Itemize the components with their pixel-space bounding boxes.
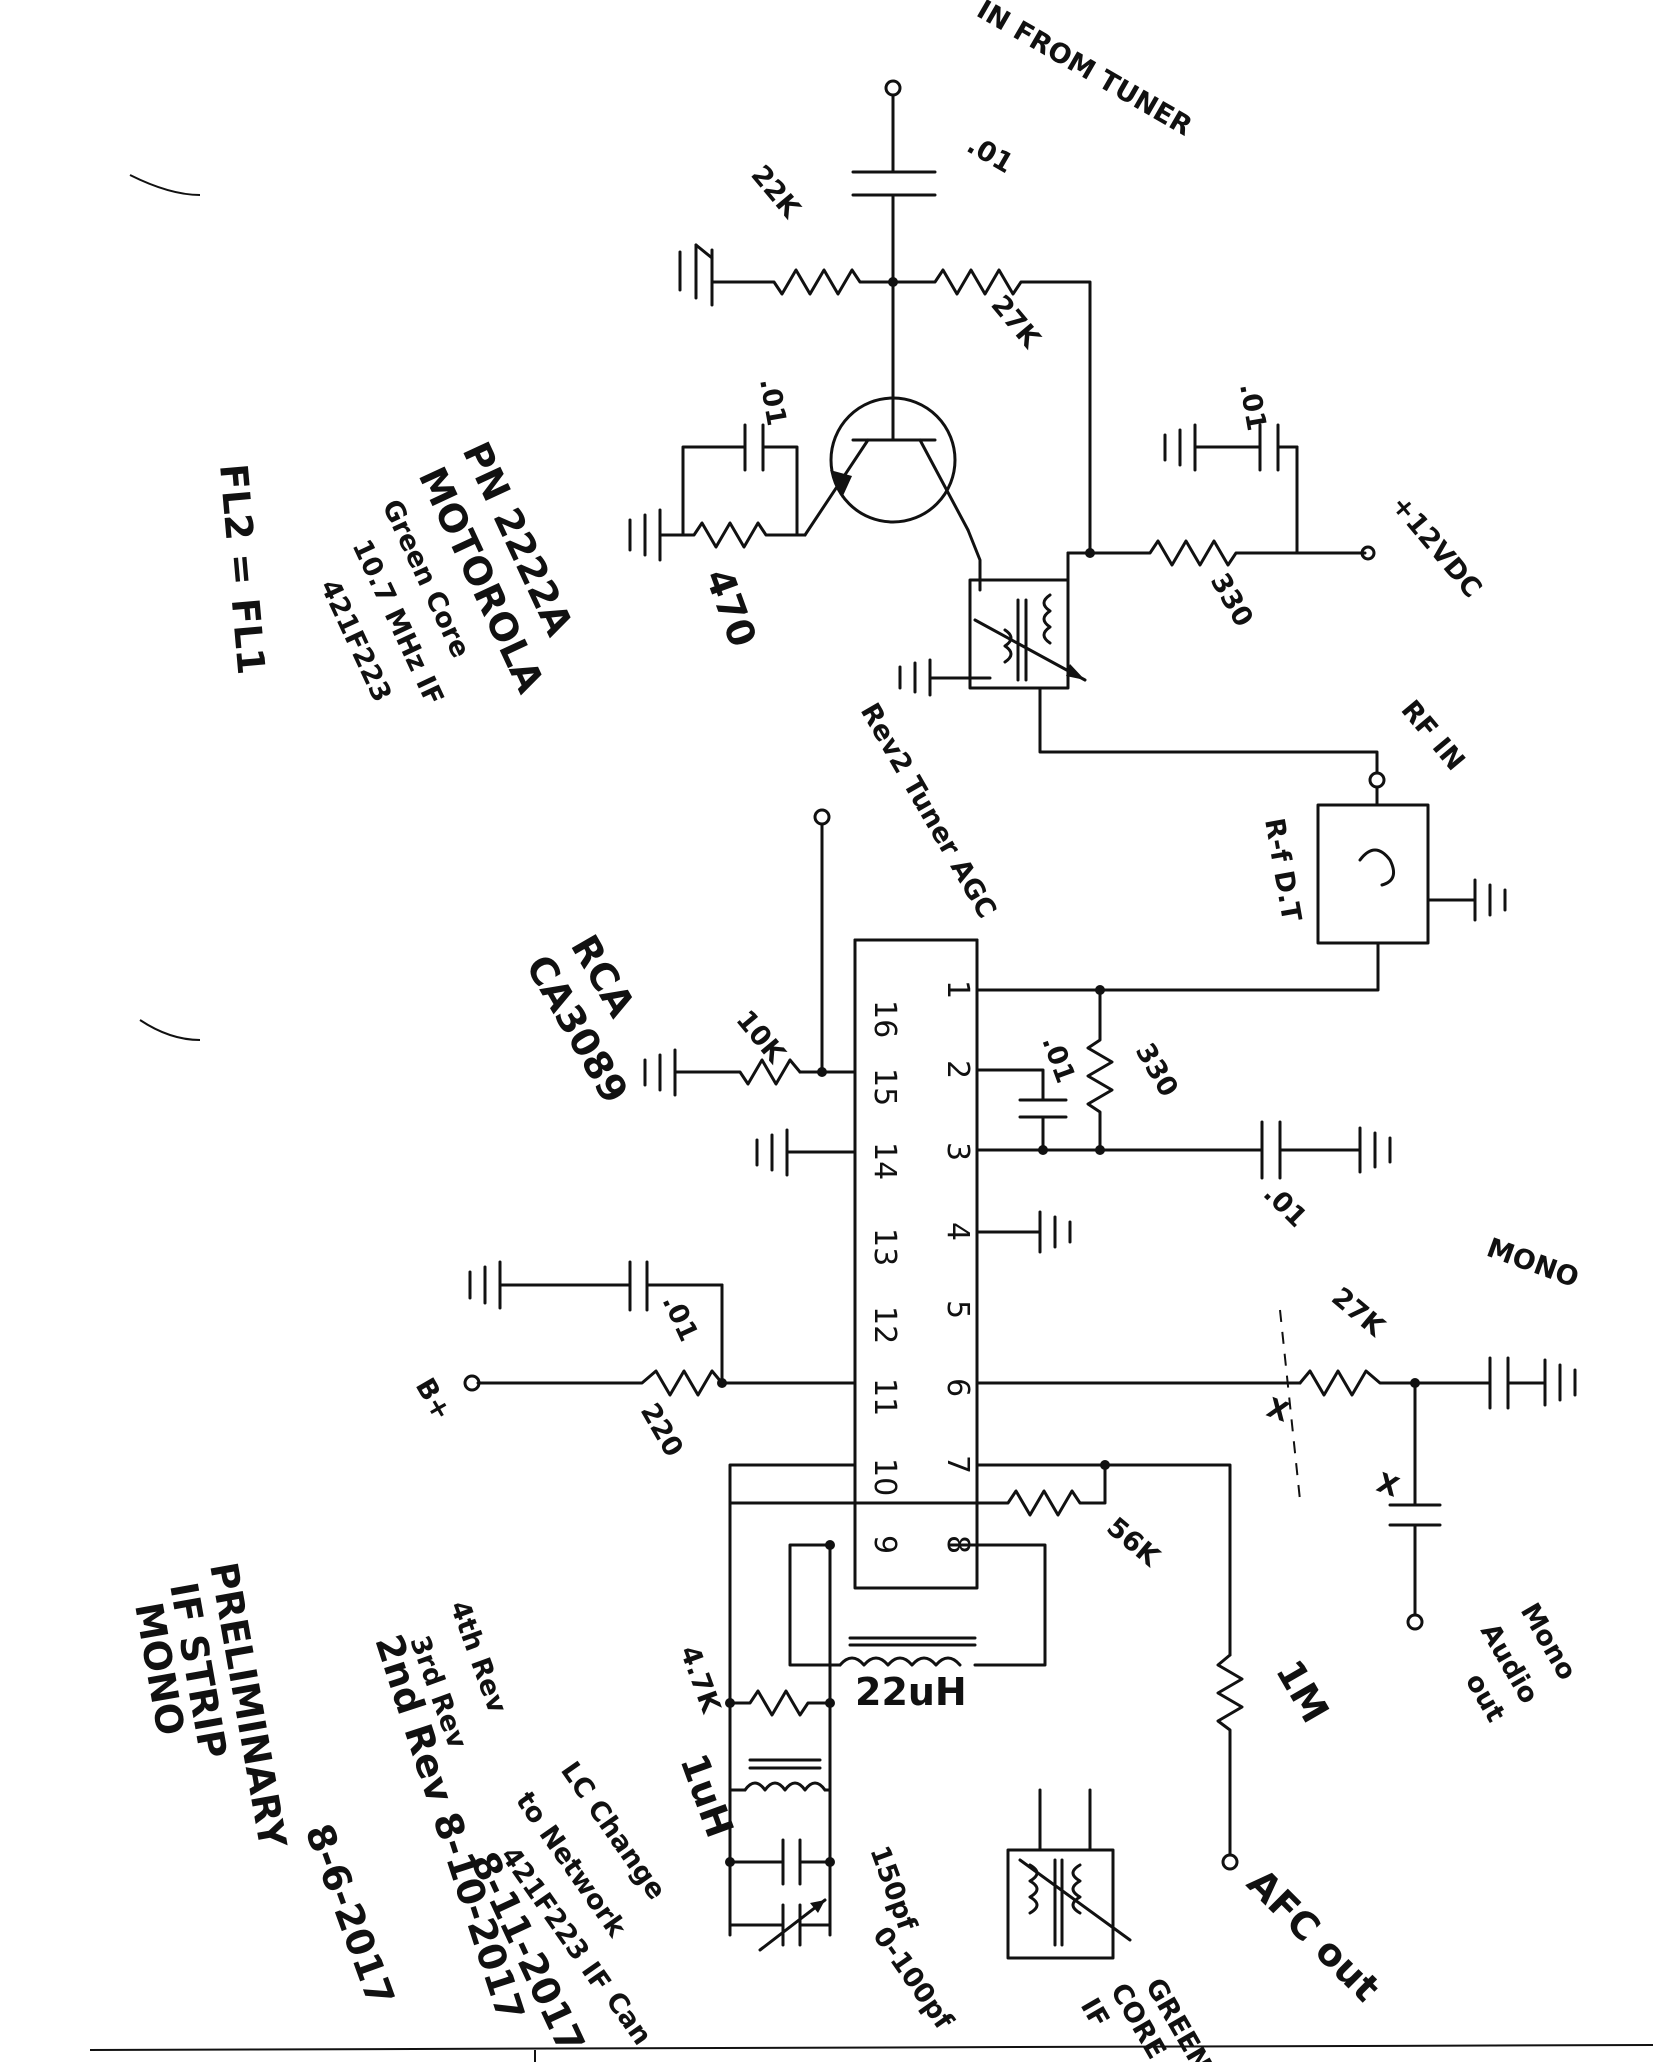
label-c-in: .01 [962,129,1019,180]
label-fl-note: FL2 = FL1 [211,462,273,677]
lc-change-4: Can [599,1986,657,2051]
ic-ca3089 [853,938,979,1590]
supply-bypass-capacitor [1258,423,1280,472]
label-supply: +12VDC [1385,490,1488,604]
label-330-top: 330 [1204,568,1259,632]
input-terminal [884,79,902,97]
label-220: 220 [634,1398,689,1462]
resistor-4-7k [728,1689,832,1717]
label-27k-mono: 27K [1326,1282,1392,1344]
label-agc: Rev2 Tuner AGC [854,698,1002,924]
label-rf-dot: R-f D.T [1258,816,1307,925]
label-470: 470 [697,563,765,653]
label-56k: 56K [1101,1512,1167,1574]
label-c-pin11: .01 [656,1290,704,1346]
capacitor-150pf [728,1838,832,1886]
resistor-330-ic [1086,988,1114,1152]
pin-14: 14 [867,1142,902,1180]
label-1m: 1M [1267,1653,1337,1731]
label-27k: 27K [985,290,1047,356]
label-bplus: B+ [409,1373,457,1426]
rf-input [813,771,1507,992]
resistor-10k [673,1058,802,1086]
date-first: 8-6-2017 [297,1818,403,2012]
pin-13: 13 [867,1228,902,1266]
deemphasis-capacitor [1488,1356,1510,1410]
pin-10: 10 [867,1458,902,1496]
pin-5: 5 [940,1300,975,1319]
supply-terminal [1360,545,1376,561]
mono-audio-terminal [1406,1613,1424,1631]
emitter-capacitor [743,423,765,472]
pin-2: 2 [940,1060,975,1079]
transistor-pn2222a [803,396,970,537]
label-c-emitter: .01 [753,376,792,428]
pin3-capacitor [1260,1120,1282,1180]
label-afc-out: AFC out [1239,1860,1389,2010]
afc-out-terminal [1221,1853,1239,1871]
if-transformer-421f223 [968,578,1087,690]
pin-9: 9 [867,1535,902,1554]
inductor-22uh [838,1636,977,1667]
label-in-from-tuner: IN FROM TUNER [972,0,1198,143]
inductor-1uh [728,1758,832,1792]
pin-4: 4 [940,1222,975,1241]
pin2-capacitor [1018,1098,1068,1119]
label-rf-in: RF IN [1395,695,1471,777]
label-22k: 22K [745,160,807,226]
pin-11: 11 [867,1378,902,1416]
label-c-pin3: .01 [1257,1178,1313,1234]
input-stage [628,79,1379,774]
resistor-330-supply [1088,539,1367,567]
pin-8: 8 [940,1535,975,1554]
label-x-left: X [1263,1392,1293,1428]
rf-dot-box [1316,803,1430,945]
resistor-27k-mono [1298,1369,1417,1397]
pin11-capacitor [628,1260,649,1312]
variable-capacitor [728,1898,832,1952]
label-x-right: X [1373,1467,1403,1503]
label-150pf: 150pf [863,1842,922,1935]
agc-terminal [813,808,831,826]
ic-pin-numbers: 16 15 14 13 12 11 10 9 1 2 3 4 5 6 7 8 [867,980,975,1554]
pin-1: 1 [940,980,975,999]
label-0-100pf: 0-100pf [866,1921,959,2035]
label-22uh: 22uH [855,1670,967,1714]
bplus-terminal [463,1374,481,1392]
resistor-470 [658,521,799,549]
label-c-supply: .01 [1233,381,1272,433]
label-4-7k: 4.7K [673,1642,726,1718]
emitter-cap-loop [761,445,799,537]
input-capacitor [851,170,937,197]
green-core-if-can [1006,1788,1132,1960]
pin-16: 16 [867,1000,902,1038]
revision-notes: PRELIMINARY IF STRIP MONO 4th Rev 3rd Re… [126,1559,672,2060]
resistor-22k [710,268,895,296]
label-mono-top: MONO [1483,1232,1583,1294]
pin-12: 12 [867,1306,902,1344]
resistor-56k [728,1463,1107,1517]
pin-15: 15 [867,1068,902,1106]
resistor-1m [1216,1653,1244,1857]
pin-7: 7 [940,1455,975,1474]
resistor-220 [476,1369,724,1397]
resistor-27k [891,268,1092,555]
label-330-mid: 330 [1129,1038,1184,1102]
pin-3: 3 [940,1142,975,1161]
output-capacitor [1388,1503,1442,1527]
label-10k: 10K [730,1005,792,1071]
pin-6: 6 [940,1378,975,1397]
